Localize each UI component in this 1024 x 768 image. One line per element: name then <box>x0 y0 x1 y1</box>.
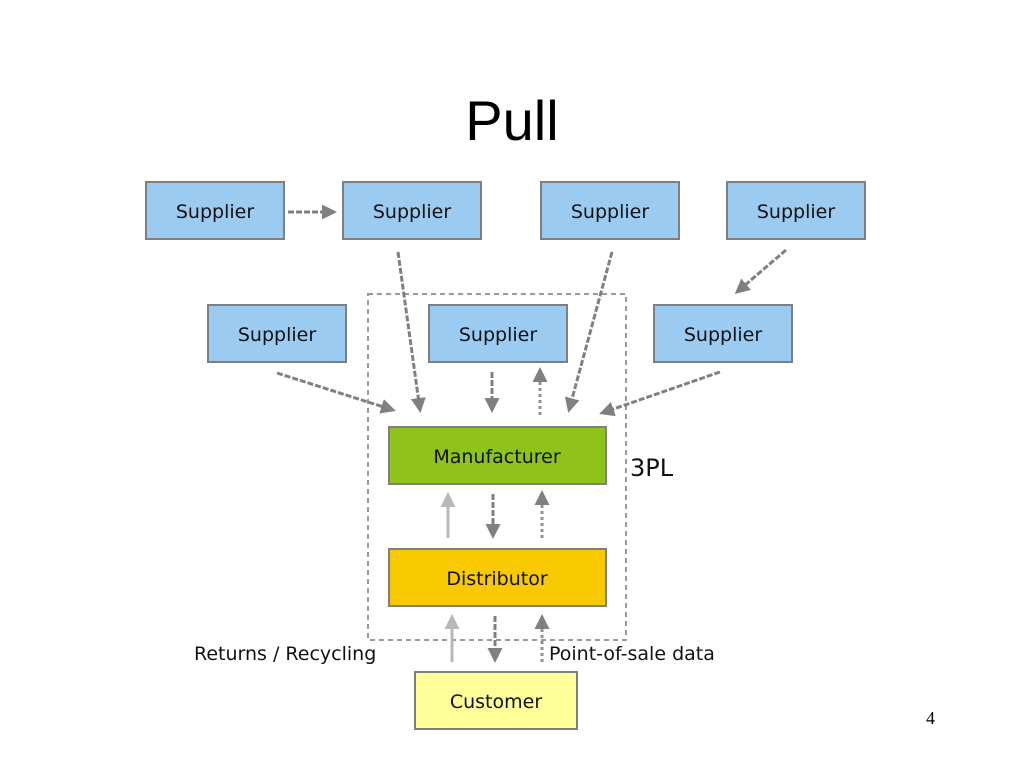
supplier-label: Supplier <box>684 324 762 346</box>
supplier-node: Supplier <box>726 181 866 240</box>
arrow-supplier-to-manufacturer <box>599 370 721 417</box>
supplier-box <box>540 181 680 240</box>
supplier-label: Supplier <box>238 324 316 346</box>
distributor-label: Distributor <box>446 568 548 590</box>
customer-box <box>414 671 578 730</box>
supplier-box <box>653 304 793 363</box>
supplier-node: Supplier <box>540 181 680 240</box>
customer-label: Customer <box>450 691 542 713</box>
slide-title: Pull <box>465 89 559 152</box>
pos-data-label: Point-of-sale data <box>549 643 715 665</box>
supplier-label: Supplier <box>176 201 254 223</box>
supplier-node: Supplier <box>653 304 793 363</box>
3pl-boundary <box>367 293 627 641</box>
customer-node: Customer <box>414 671 578 730</box>
arrow-supplier-to-manufacturer <box>276 371 396 414</box>
page-number: 4 <box>926 708 935 728</box>
supplier-label: Supplier <box>373 201 451 223</box>
supplier-box <box>342 181 482 240</box>
distributor-box <box>388 548 607 607</box>
supplier-label: Supplier <box>757 201 835 223</box>
supplier-node: Supplier <box>428 304 568 363</box>
supplier-node: Supplier <box>342 181 482 240</box>
supplier-box <box>145 181 285 240</box>
returns-recycling-label: Returns / Recycling <box>194 643 376 665</box>
supplier-node: Supplier <box>145 181 285 240</box>
arrow-supplier-to-manufacturer <box>396 251 426 413</box>
arrow-supplier-to-supplier <box>734 248 787 294</box>
manufacturer-box <box>388 426 607 485</box>
supplier-box <box>726 181 866 240</box>
3pl-label: 3PL <box>630 454 674 482</box>
arrow-supplier-to-manufacturer <box>564 251 614 413</box>
supplier-box <box>428 304 568 363</box>
supplier-label: Supplier <box>571 201 649 223</box>
manufacturer-node: Manufacturer <box>388 426 607 485</box>
manufacturer-label: Manufacturer <box>433 446 560 468</box>
supplier-node: Supplier <box>207 304 347 363</box>
supplier-label: Supplier <box>459 324 537 346</box>
distributor-node: Distributor <box>388 548 607 607</box>
supplier-box <box>207 304 347 363</box>
